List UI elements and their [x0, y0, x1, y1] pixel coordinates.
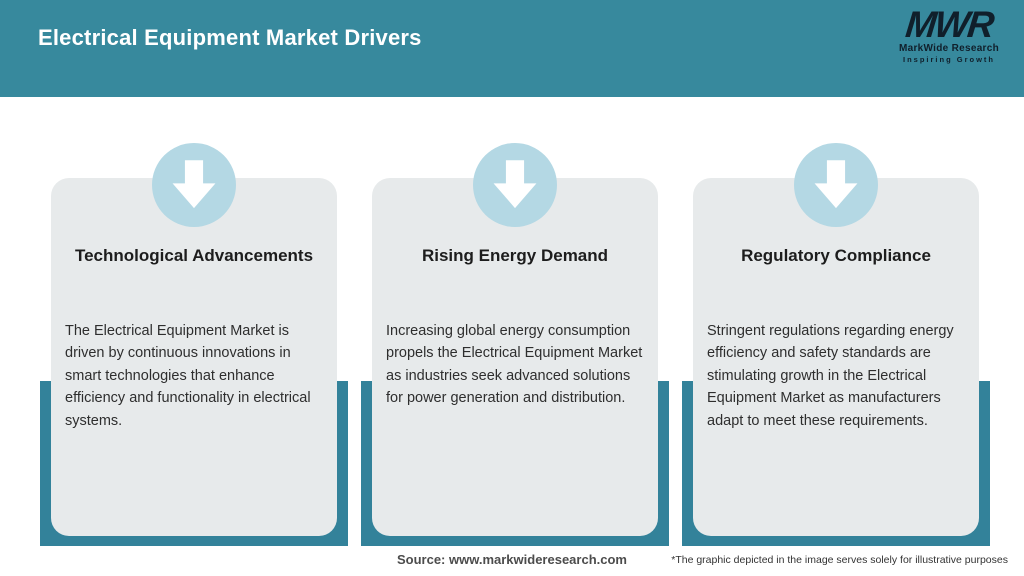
- card-body: The Electrical Equipment Market is drive…: [65, 323, 311, 429]
- driver-card: Rising Energy Demand Increasing global e…: [372, 178, 658, 536]
- card-body: Increasing global energy consumption pro…: [386, 323, 643, 407]
- card-title: Regulatory Compliance: [741, 246, 931, 265]
- footer-disclaimer: *The graphic depicted in the image serve…: [671, 554, 1008, 566]
- card-body: Stringent regulations regarding energy e…: [707, 323, 954, 429]
- arrow-down-icon: [814, 160, 858, 209]
- brand-logo: MWR MarkWide Research Inspiring Growth: [884, 4, 1014, 64]
- driver-card-group: Regulatory Compliance Stringent regulati…: [682, 143, 990, 546]
- driver-card-group: Technological Advancements The Electrica…: [40, 143, 348, 546]
- driver-card: Technological Advancements The Electrica…: [51, 178, 337, 536]
- driver-card-group: Rising Energy Demand Increasing global e…: [361, 143, 669, 546]
- icon-circle: [152, 143, 236, 227]
- logo-name: MarkWide Research: [898, 42, 1000, 54]
- logo-mark: MWR: [903, 4, 995, 45]
- page-title: Electrical Equipment Market Drivers: [38, 25, 422, 50]
- arrow-down-icon: [493, 160, 537, 209]
- logo-tagline: Inspiring Growth: [903, 54, 995, 64]
- driver-card: Regulatory Compliance Stringent regulati…: [693, 178, 979, 536]
- footer-source: Source: www.markwideresearch.com: [396, 552, 627, 567]
- card-title: Rising Energy Demand: [421, 246, 609, 265]
- icon-circle: [473, 143, 557, 227]
- card-title: Technological Advancements: [74, 246, 314, 265]
- icon-circle: [794, 143, 878, 227]
- arrow-down-icon: [172, 160, 216, 209]
- header-bar: Electrical Equipment Market Drivers MWR …: [0, 0, 1024, 97]
